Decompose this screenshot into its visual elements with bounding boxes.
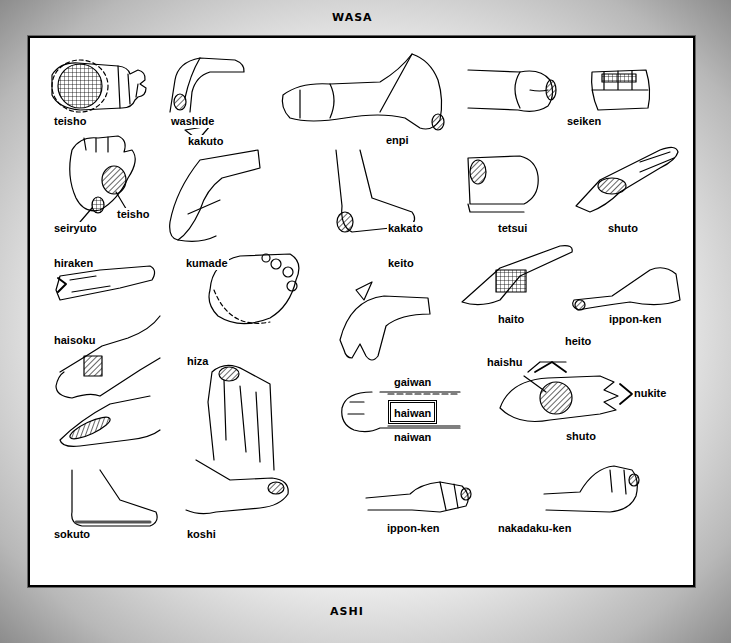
part-label: hiza [186, 355, 209, 368]
part-label: haisoku [53, 334, 97, 347]
part-label: naiwan [393, 431, 432, 444]
part-label: kakato [387, 222, 424, 235]
part-label: seiken [566, 115, 602, 128]
part-label: koshi [186, 528, 217, 541]
part-label: tetsui [497, 222, 528, 235]
part-label: washide [170, 115, 215, 128]
caption: ASHI [330, 605, 364, 618]
title: WASA [332, 11, 373, 24]
box-label: haiwan [394, 407, 431, 419]
part-label: hiraken [53, 257, 94, 270]
part-label: nukite [633, 387, 667, 400]
part-label: teisho [53, 115, 87, 128]
part-label: enpi [385, 134, 410, 147]
part-label: kakuto [187, 135, 224, 148]
label-box: haiwan [390, 402, 435, 422]
part-label: kumade [185, 257, 229, 270]
part-label: sokuto [53, 528, 91, 541]
part-label: haito [497, 313, 525, 326]
part-label: gaiwan [393, 376, 432, 389]
part-label: ippon-ken [608, 313, 663, 326]
part-label: seiryuto [53, 222, 98, 235]
part-label: nakadaku-ken [497, 522, 572, 535]
part-label: ippon-ken [386, 522, 441, 535]
part-label: shuto [607, 222, 639, 235]
part-label: haishu [486, 356, 523, 369]
part-label: heito [564, 335, 592, 348]
part-label: teisho [116, 208, 150, 221]
part-label: shuto [565, 430, 597, 443]
part-label: keito [387, 257, 415, 270]
